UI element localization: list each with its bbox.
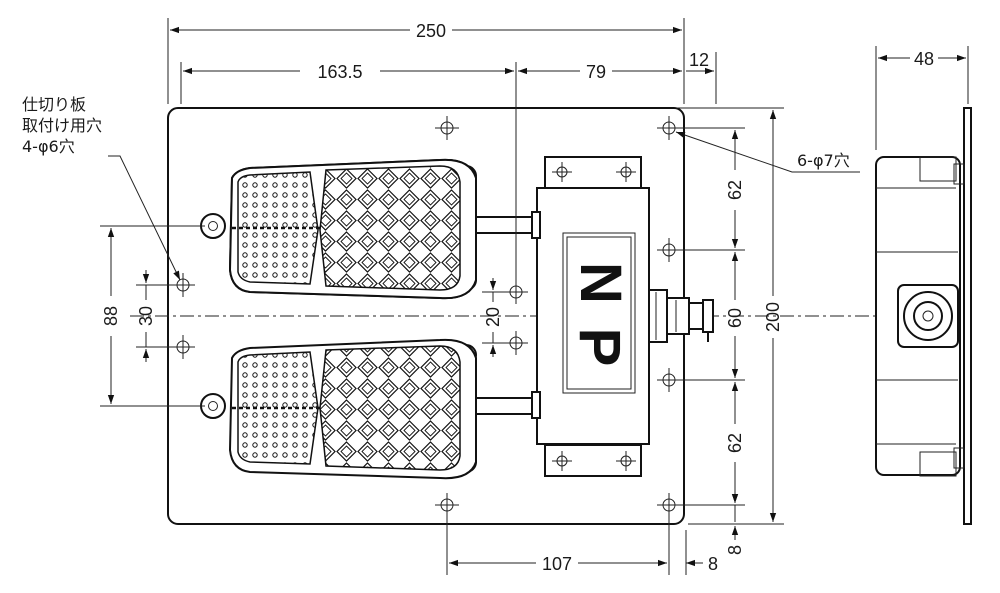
dim-center-pitch: 60 [725,308,745,328]
dim-lower-pitch: 62 [725,433,745,453]
box-letter-n: N [568,262,633,304]
dim-side-depth: 48 [914,49,934,69]
note-partition-line3: 4-φ6穴 [22,137,75,156]
dim-right-span: 79 [586,62,606,82]
dimension-lines [100,18,969,575]
dim-left-span: 163.5 [317,62,362,82]
dim-overall-width: 250 [416,21,446,41]
callout-notes: 仕切り板 取付け用穴 4-φ6穴 6-φ7穴 [22,95,850,170]
pedal-lower [200,338,547,480]
note-partition-line2: 取付け用穴 [22,116,102,135]
side-view [875,107,972,525]
dimension-labels: 250 163.5 79 12 48 107 8 62 60 62 8 200 … [101,21,934,574]
box-screws [552,162,636,471]
note-mount-holes: 6-φ7穴 [797,151,850,170]
dim-center-hole-pitch: 20 [483,307,503,327]
box-letter-p: P [567,328,632,367]
dim-bottom-span: 107 [542,554,572,574]
switch-box [531,156,650,477]
dim-bottom-offset: 8 [708,554,718,574]
dim-overall-height: 200 [763,302,783,332]
cable-gland [648,289,714,343]
dim-partition-pitch: 30 [136,306,156,326]
dim-edge-offset: 12 [689,50,709,70]
dim-bottom-offset-vertical: 8 [725,545,745,555]
dim-upper-pitch: 62 [725,180,745,200]
dim-pedal-pitch: 88 [101,306,121,326]
note-partition-line1: 仕切り板 [22,95,86,114]
pedal-upper [200,158,547,300]
